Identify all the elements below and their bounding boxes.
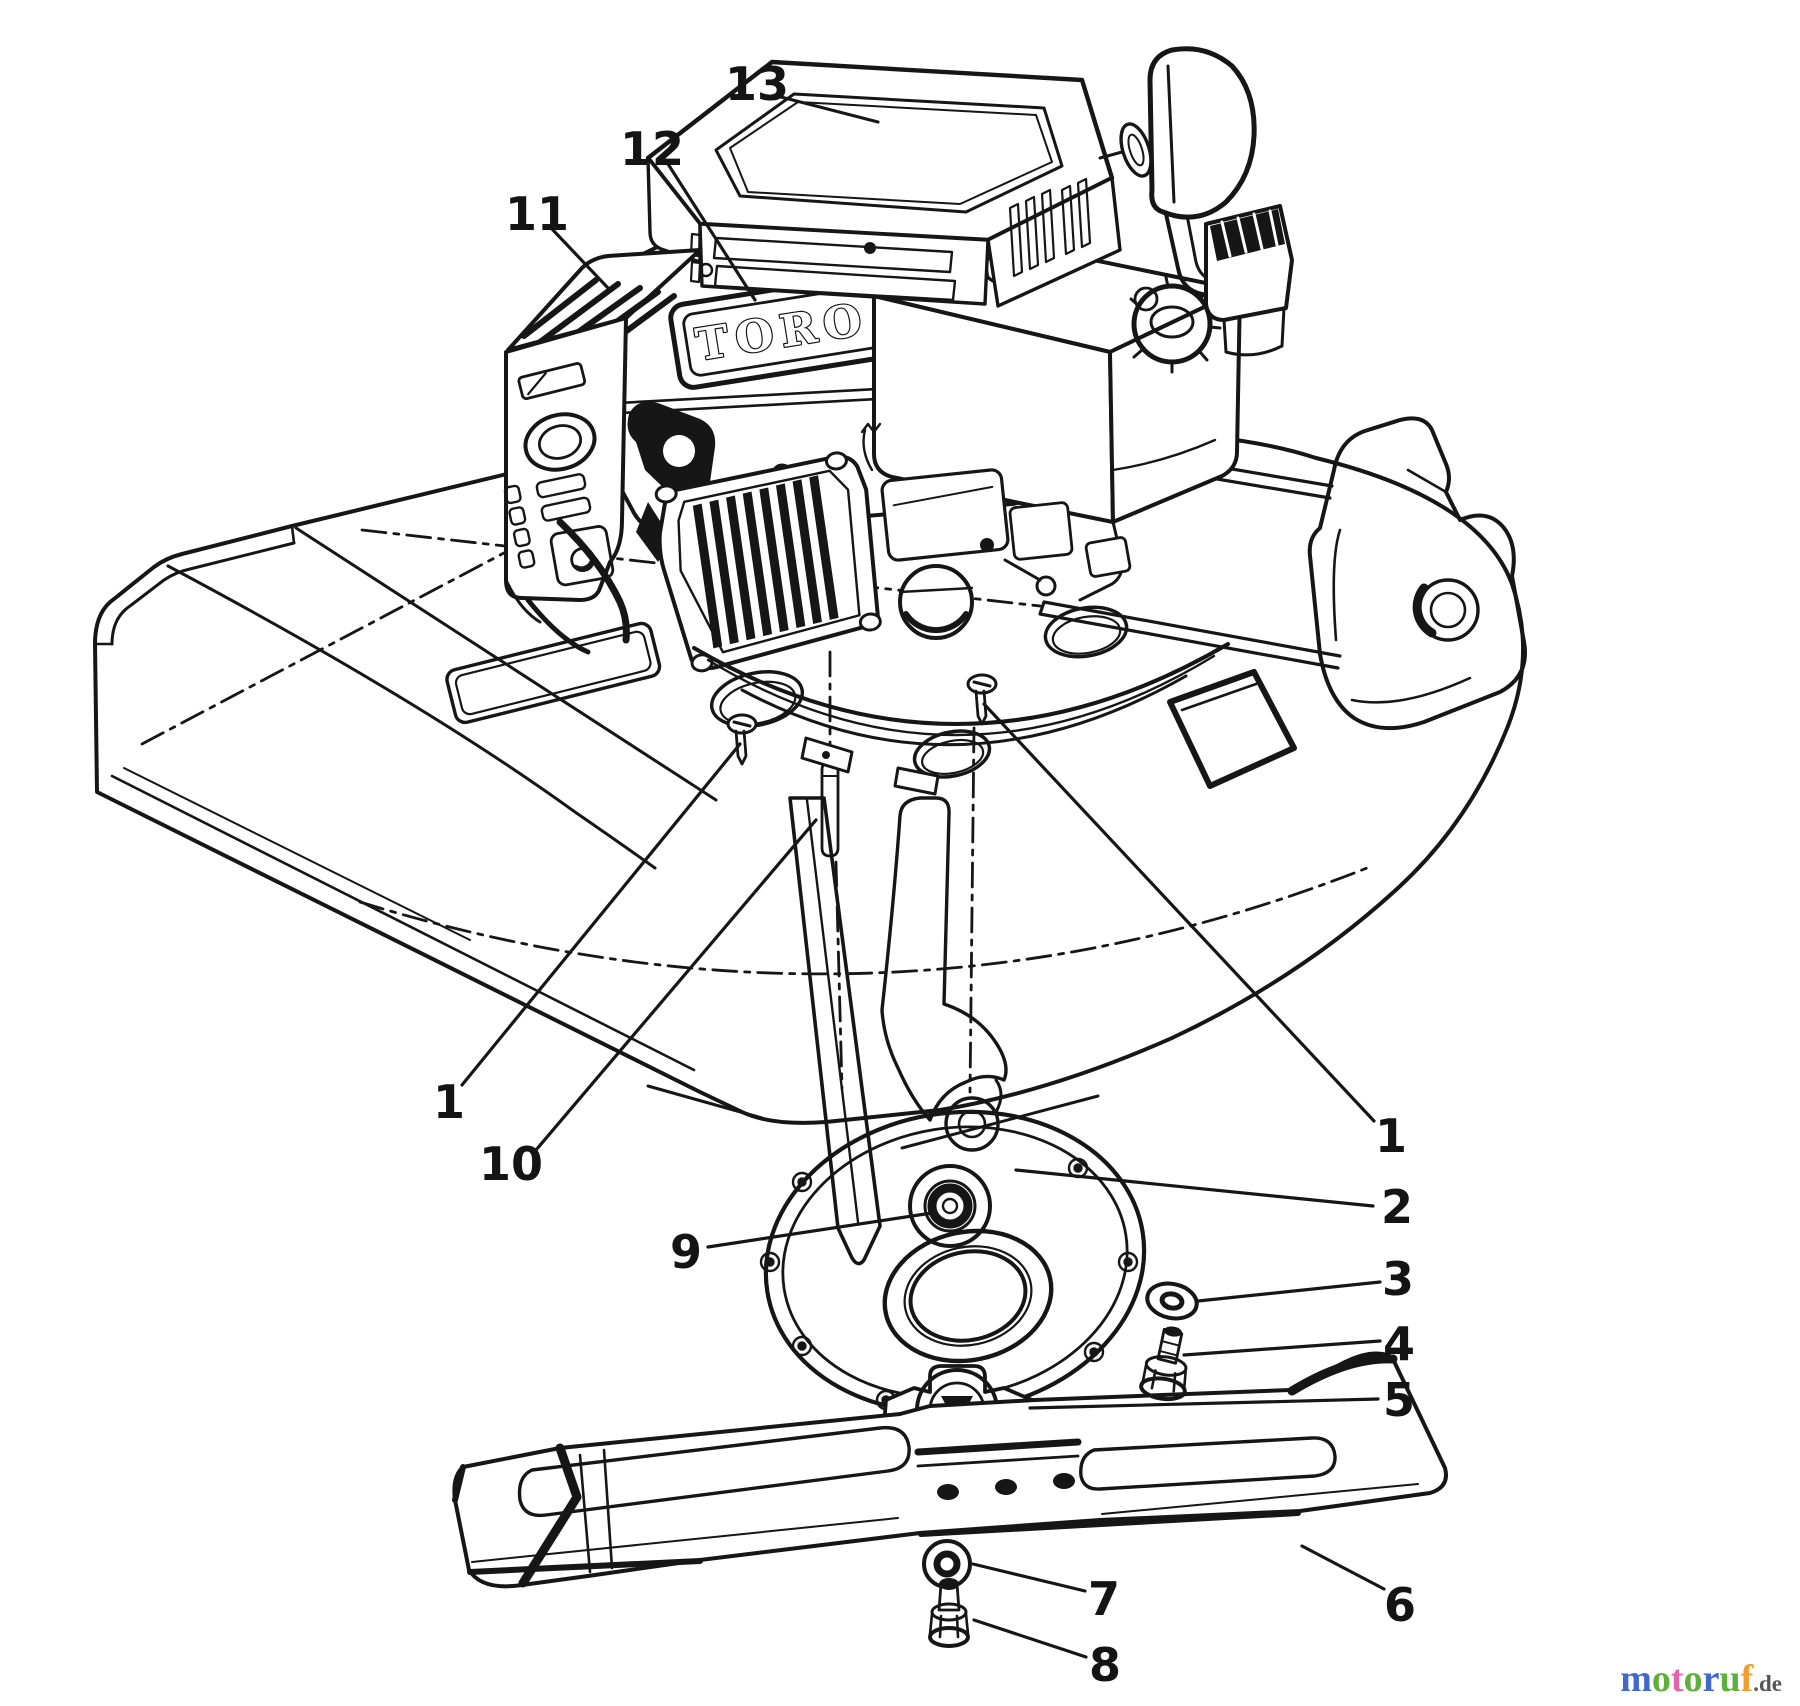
part-label-11: 11 bbox=[505, 187, 569, 241]
watermark-letter: o bbox=[1683, 1658, 1703, 1700]
blade-bolt bbox=[928, 1578, 970, 1648]
watermark-letter: f bbox=[1740, 1658, 1754, 1700]
leader-lines bbox=[460, 95, 1386, 1659]
part-label-6: 6 bbox=[1384, 1578, 1416, 1632]
watermark-letter: r bbox=[1702, 1658, 1720, 1700]
mower-blade bbox=[452, 1351, 1448, 1589]
watermark-letter: o bbox=[1651, 1658, 1671, 1700]
watermark-suffix: .de bbox=[1753, 1671, 1782, 1696]
spindle-bolt bbox=[1139, 1326, 1188, 1402]
blower-housing-cover bbox=[503, 248, 702, 602]
part-label-2: 2 bbox=[1381, 1180, 1413, 1234]
fuel-valve bbox=[1204, 204, 1294, 357]
spindle-washer bbox=[1145, 1281, 1199, 1321]
air-cleaner-cover bbox=[645, 59, 1122, 308]
watermark-letter: m bbox=[1620, 1658, 1652, 1700]
deck-bosses bbox=[709, 605, 1129, 779]
belt-cover-bracket bbox=[788, 796, 1008, 1266]
part-label-4: 4 bbox=[1383, 1317, 1415, 1371]
engine-base bbox=[504, 520, 1230, 796]
starter-handle bbox=[1098, 46, 1257, 300]
muffler bbox=[654, 451, 882, 673]
part-label-8: 8 bbox=[1089, 1638, 1121, 1692]
carburetor bbox=[860, 422, 1074, 640]
deck-label-plate bbox=[445, 621, 662, 725]
part-label-10: 10 bbox=[479, 1137, 543, 1191]
part-label-1-right: 1 bbox=[1375, 1109, 1407, 1163]
engine-assembly: TORO bbox=[503, 46, 1294, 796]
watermark-letter: u bbox=[1719, 1658, 1741, 1700]
part-label-9: 9 bbox=[670, 1225, 702, 1279]
part-label-3: 3 bbox=[1382, 1252, 1414, 1306]
part-label-5: 5 bbox=[1383, 1373, 1415, 1427]
part-label-1-left: 1 bbox=[433, 1075, 465, 1129]
watermark-letter: t bbox=[1670, 1658, 1684, 1700]
engine-mount-screw-right bbox=[966, 673, 998, 726]
part-label-13: 13 bbox=[725, 57, 789, 111]
discharge-deflector bbox=[1167, 669, 1297, 789]
right-handle-bracket bbox=[1307, 416, 1527, 731]
bearing-hub bbox=[908, 1164, 992, 1248]
bearing-bore bbox=[882, 1228, 1054, 1364]
part-label-7: 7 bbox=[1088, 1572, 1120, 1626]
motoruf-watermark: motoruf.de bbox=[1620, 1660, 1782, 1698]
engine-mount-screw-left bbox=[726, 713, 758, 766]
part-label-12: 12 bbox=[620, 122, 684, 176]
